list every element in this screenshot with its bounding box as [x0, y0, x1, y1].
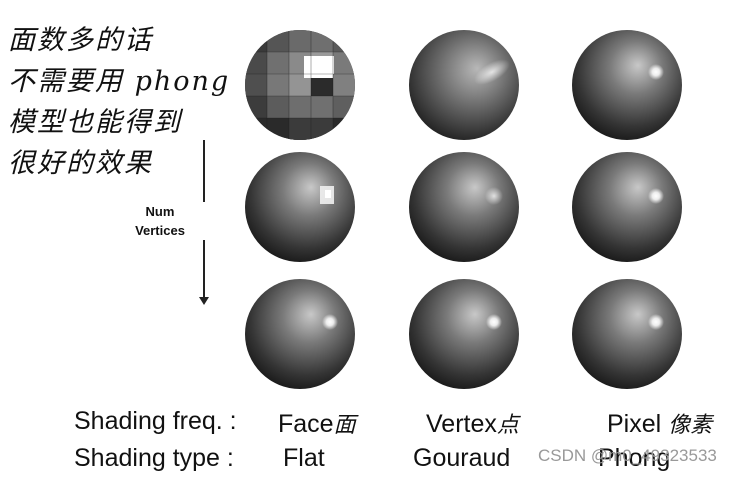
freq-face: Face面 [278, 407, 356, 439]
sphere-phong-high [572, 279, 682, 389]
freq-vertex: Vertex点 [426, 407, 519, 439]
freq-face-note: 面 [333, 413, 356, 438]
sphere-gouraud-high [409, 279, 519, 389]
sphere-gouraud-medium [409, 152, 519, 262]
sphere-phong-low [572, 30, 682, 140]
freq-vertex-note: 点 [496, 413, 519, 438]
axis-label: Num Vertices [110, 202, 210, 240]
note-line-1: 面数多的话 [8, 25, 153, 56]
sphere-flat-medium [245, 152, 355, 262]
axis-arrow-head [199, 297, 209, 305]
freq-pixel: Pixel 像素 [607, 407, 712, 439]
type-gouraud: Gouraud [413, 444, 511, 472]
note-line-3: 模型也能得到 [8, 107, 182, 138]
note-line-4: 很好的效果 [8, 148, 153, 179]
shading-type-label: Shading type : [74, 444, 234, 472]
sphere-flat-low [245, 30, 355, 140]
note-line-2: 不需要用 phong [8, 66, 231, 97]
shading-freq-label: Shading freq. : [74, 407, 237, 435]
freq-pixel-text: Pixel [607, 410, 662, 438]
sphere-gouraud-low [409, 30, 519, 140]
freq-pixel-note: 像素 [668, 413, 713, 438]
csdn-watermark: CSDN @m0_49323533 [538, 446, 717, 465]
axis-label-line-2: Vertices [135, 223, 185, 238]
freq-vertex-text: Vertex [426, 410, 497, 438]
handwritten-note: 面数多的话 不需要用 phong 模型也能得到 很好的效果 [8, 20, 238, 184]
sphere-flat-high [245, 279, 355, 389]
freq-face-text: Face [278, 410, 334, 438]
axis-label-line-1: Num [145, 204, 175, 219]
type-phong: Phong [598, 444, 671, 472]
vertex-count-axis: Num Vertices [110, 140, 300, 310]
sphere-phong-medium [572, 152, 682, 262]
type-flat: Flat [283, 444, 325, 472]
